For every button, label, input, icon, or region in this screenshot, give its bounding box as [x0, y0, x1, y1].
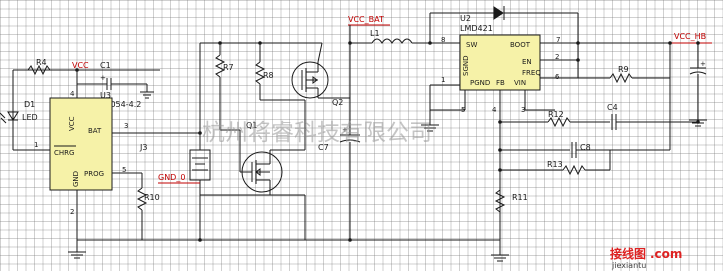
label-r13: R13 [547, 160, 563, 169]
label-j3: J3 [139, 143, 147, 152]
svg-text:5: 5 [122, 166, 126, 174]
net-vcc-hb: VCC_HB [674, 32, 706, 41]
svg-text:+: + [700, 60, 706, 68]
label-c7: C7 [318, 143, 329, 152]
svg-text:FREQ: FREQ [522, 69, 541, 77]
svg-text:6: 6 [555, 73, 560, 81]
site-logo: 接线图 .com jiexiantu [610, 246, 682, 270]
svg-text:2: 2 [70, 208, 74, 216]
svg-text:4: 4 [70, 90, 75, 98]
ground-icon [68, 251, 86, 259]
svg-text:1: 1 [34, 141, 38, 149]
svg-text:FB: FB [496, 79, 505, 87]
resistor-r4: R4 [27, 58, 51, 76]
label-r12: R12 [548, 110, 564, 119]
resistor-r12: R12 [547, 110, 571, 128]
label-r10: R10 [144, 193, 160, 202]
inductor-icon: L1 [370, 29, 413, 44]
resistor-r9: R9 [609, 65, 633, 84]
capacitor-c4: C4 [607, 103, 618, 130]
svg-text:3: 3 [124, 122, 128, 130]
label-u3: U3 [100, 91, 111, 100]
resistor-r13: R13 [547, 160, 586, 176]
capacitor-c7: + C7 [318, 126, 361, 152]
svg-text:8: 8 [441, 36, 445, 44]
svg-text:3: 3 [521, 106, 525, 114]
label-ltc4054: LTC4054-4.2 [92, 100, 141, 109]
svg-text:VIN: VIN [514, 79, 526, 87]
svg-text:7: 7 [556, 36, 560, 44]
brand-com: .com [650, 247, 682, 261]
label-led: LED [22, 113, 38, 122]
svg-text:BOOT: BOOT [510, 41, 531, 49]
capacitor-c1: C1 + [77, 61, 147, 90]
svg-text:+: + [100, 74, 106, 82]
ground-icon [421, 124, 439, 132]
diode-icon [493, 6, 505, 20]
watermark: 杭州将睿科技有限公司 [202, 120, 432, 146]
resistor-r8: R8 [254, 61, 274, 85]
svg-text:1: 1 [441, 76, 445, 84]
resistor-r11: R11 [494, 189, 528, 213]
net-vcc: VCC [72, 61, 89, 70]
svg-text:2: 2 [555, 53, 559, 61]
capacitor-icon: + [689, 60, 707, 75]
svg-text:PROG: PROG [84, 170, 104, 178]
svg-text:4: 4 [492, 106, 497, 114]
svg-text:+: + [342, 126, 348, 134]
ic-u3-ltc4054: VCC BAT CHRG GND PROG 4 3 5 2 [49, 90, 128, 216]
net-gnd-0: GND_0 [158, 173, 185, 182]
label-r9: R9 [618, 65, 629, 74]
svg-text:EN: EN [522, 58, 532, 66]
net-vcc-bat: VCC_BAT [348, 15, 384, 24]
svg-text:PGND: PGND [470, 79, 490, 87]
label-r8: R8 [263, 71, 274, 80]
mosfet-icon: Q2 [291, 61, 343, 107]
label-q1: Q1 [246, 121, 257, 130]
svg-text:GND: GND [72, 171, 80, 187]
label-d1: D1 [24, 100, 35, 109]
label-c1: C1 [100, 61, 111, 70]
label-q2: Q2 [332, 98, 343, 107]
ground-icon [140, 84, 154, 99]
label-c4: C4 [607, 103, 618, 112]
label-r11: R11 [512, 193, 528, 202]
svg-text:BAT: BAT [88, 127, 102, 135]
brand-sub: jiexiantu [611, 261, 646, 270]
label-r4: R4 [36, 58, 47, 67]
label-r7: R7 [223, 63, 234, 72]
battery-j3 [189, 149, 211, 181]
label-c8: C8 [580, 143, 591, 152]
resistor-r7: R7 [214, 54, 234, 78]
resistor-r10: R10 [136, 187, 160, 211]
svg-text:VCC: VCC [68, 116, 76, 131]
ic-u2-lmd421: SW BOOT SGND PGND FB EN VIN FREQ 8 7 1 5… [441, 34, 560, 114]
label-l1: L1 [370, 29, 380, 38]
svg-text:SGND: SGND [462, 56, 470, 77]
label-u2: U2 [460, 14, 471, 23]
brand-cn: 接线图 [610, 246, 646, 261]
label-lmd421: LMD421 [460, 24, 493, 33]
led-icon: D1 LED [0, 100, 38, 150]
ground-icon [491, 254, 509, 262]
svg-text:CHRG: CHRG [54, 149, 74, 157]
svg-text:SW: SW [466, 41, 477, 49]
